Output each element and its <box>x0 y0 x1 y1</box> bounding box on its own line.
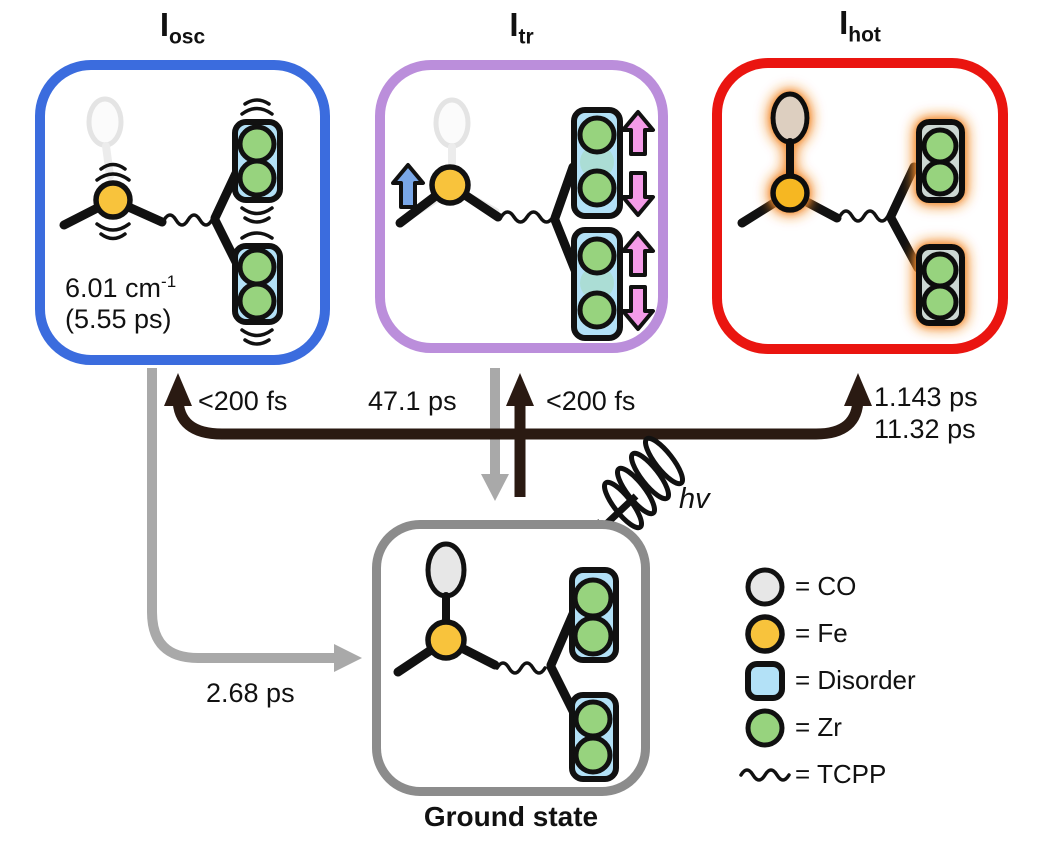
fe-displacement-arrow <box>391 163 425 209</box>
zr-cluster-bottom <box>916 244 965 326</box>
title-tr-sub: tr <box>518 25 534 49</box>
legend-row-zr: = Zr <box>735 704 916 751</box>
title-hot-main: I <box>839 4 849 41</box>
state-title-tr: Itr <box>375 2 668 61</box>
transition-label-osc-relax: 2.68 ps <box>206 678 295 708</box>
co-ligand <box>770 91 810 145</box>
transition-label-tr-excite: <200 fs <box>546 386 636 416</box>
transition-label-osc-excite: <200 fs <box>198 386 288 416</box>
state-title-osc: Iosc <box>35 2 330 61</box>
osc-molecule-graphic <box>59 96 283 346</box>
fe-circle-icon <box>735 612 795 656</box>
fe-vibration-arcs <box>95 162 131 241</box>
osc-frequency-label: 6.01 cm-1(5.55 ps) <box>65 272 177 334</box>
tr-relaxation-arrow <box>481 368 509 501</box>
legend: = CO = Fe = Disorder = Zr = TCPP <box>735 563 916 798</box>
fe-atom <box>93 180 133 220</box>
transition-label-tr-relax: 47.1 ps <box>368 386 457 416</box>
state-title-hot: Ihot <box>712 0 1008 59</box>
legend-label-co: = CO <box>795 571 857 601</box>
tcpp-linker <box>499 210 555 224</box>
disorder-square-icon <box>735 659 795 703</box>
title-tr-main: I <box>509 6 519 43</box>
ground-state-label: Ground state <box>423 801 599 832</box>
state-box-osc: 6.01 cm-1(5.55 ps) <box>35 60 330 365</box>
legend-row-fe: = Fe <box>735 610 916 657</box>
fe-atom <box>770 173 810 213</box>
tcpp-wave-icon <box>735 763 795 787</box>
transition-label-hot-1: 1.143 ps <box>874 382 978 412</box>
legend-label-zr: = Zr <box>795 712 842 742</box>
hot-fe-co-group <box>770 91 810 213</box>
legend-row-tcpp: = TCPP <box>735 751 916 798</box>
zr-cluster-bottom <box>569 692 619 782</box>
tcpp-linker <box>495 661 547 675</box>
legend-label-fe: = Fe <box>795 618 848 648</box>
tcpp-linker <box>838 209 890 223</box>
fe-atom <box>429 164 471 206</box>
ground-molecule-graphic <box>393 541 619 782</box>
legend-row-co: = CO <box>735 563 916 610</box>
hot-molecule-graphic <box>737 91 965 326</box>
state-box-hot <box>712 58 1008 354</box>
zr-displacement-arrows <box>621 110 655 331</box>
transition-label-hot-2: 11.32 ps <box>874 414 976 444</box>
zr-cluster-bottom <box>571 227 623 341</box>
co-ghost <box>86 96 124 148</box>
tr-molecule-graphic <box>391 97 655 341</box>
title-osc-sub: osc <box>168 25 206 49</box>
fe-atom <box>425 619 467 661</box>
title-osc-main: I <box>159 6 169 43</box>
tcpp-linker <box>162 213 214 227</box>
legend-label-disorder: = Disorder <box>795 665 916 695</box>
zr-cluster-top <box>232 98 283 224</box>
zr-cluster-bottom <box>232 231 283 346</box>
co-ligand <box>425 541 467 599</box>
title-hot-sub: hot <box>848 23 881 47</box>
legend-row-disorder: = Disorder <box>735 657 916 704</box>
zr-cluster-top <box>569 567 619 663</box>
state-box-ground <box>372 520 650 796</box>
legend-label-tcpp: = TCPP <box>795 759 887 789</box>
co-circle-icon <box>735 565 795 609</box>
zr-circle-icon <box>735 706 795 750</box>
zr-cluster-top <box>916 119 965 203</box>
state-box-tr <box>375 60 668 353</box>
photon-label: hv <box>679 483 710 515</box>
zr-cluster-top <box>571 107 623 219</box>
